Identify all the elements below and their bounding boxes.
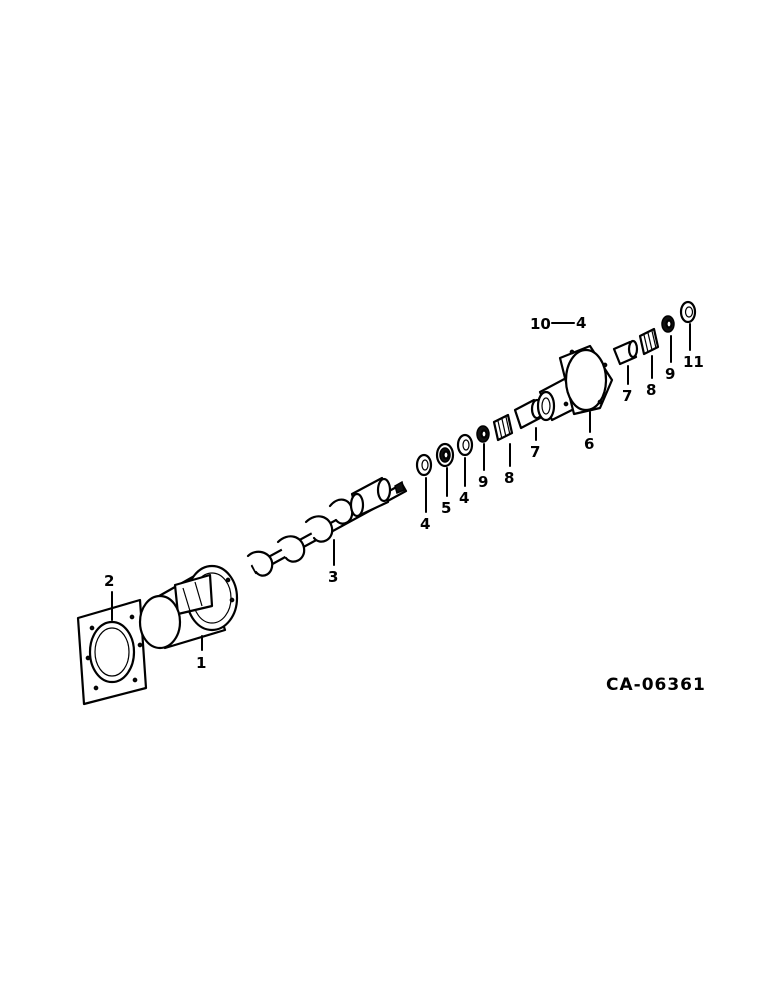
part-8-roller-bearing-right xyxy=(638,327,660,356)
part-2-mounting-plate xyxy=(76,598,148,706)
callouts: 2 1 3 4 5 4 9 8 7 6 7 8 9 11 10 4 xyxy=(104,314,704,672)
callout-7-left: 7 xyxy=(530,443,540,461)
part-9-seal-left xyxy=(476,425,490,443)
callout-3: 3 xyxy=(328,568,338,586)
leader-lines xyxy=(111,322,691,651)
part-6-bearing-housing xyxy=(536,344,614,422)
callout-8-left: 8 xyxy=(504,469,514,487)
part-3-auger xyxy=(246,476,408,577)
callout-1: 1 xyxy=(196,654,206,672)
figure-code: CA-06361 xyxy=(606,675,706,695)
callout-10: 10 xyxy=(530,315,551,333)
callout-7-right: 7 xyxy=(622,387,632,405)
callout-8-right: 8 xyxy=(646,381,656,399)
callout-2: 2 xyxy=(104,572,114,590)
part-9-seal-right xyxy=(661,315,675,333)
callout-4-left: 4 xyxy=(420,515,430,533)
part-7-sleeve-right xyxy=(612,339,639,366)
callout-6: 6 xyxy=(584,435,594,453)
part-1-housing xyxy=(138,564,239,650)
part-5-bearing xyxy=(435,442,455,468)
callout-9-right: 9 xyxy=(665,365,675,383)
callout-10-ref: 4 xyxy=(576,314,586,332)
part-4-washer-right xyxy=(456,433,474,457)
callout-11: 11 xyxy=(683,353,704,371)
part-4-washer-left xyxy=(415,453,433,477)
callout-9-left: 9 xyxy=(478,473,488,491)
callout-4-right: 4 xyxy=(459,489,469,507)
part-8-roller-bearing-left xyxy=(492,413,514,442)
callout-5: 5 xyxy=(441,499,451,517)
part-11-washer xyxy=(679,300,697,324)
